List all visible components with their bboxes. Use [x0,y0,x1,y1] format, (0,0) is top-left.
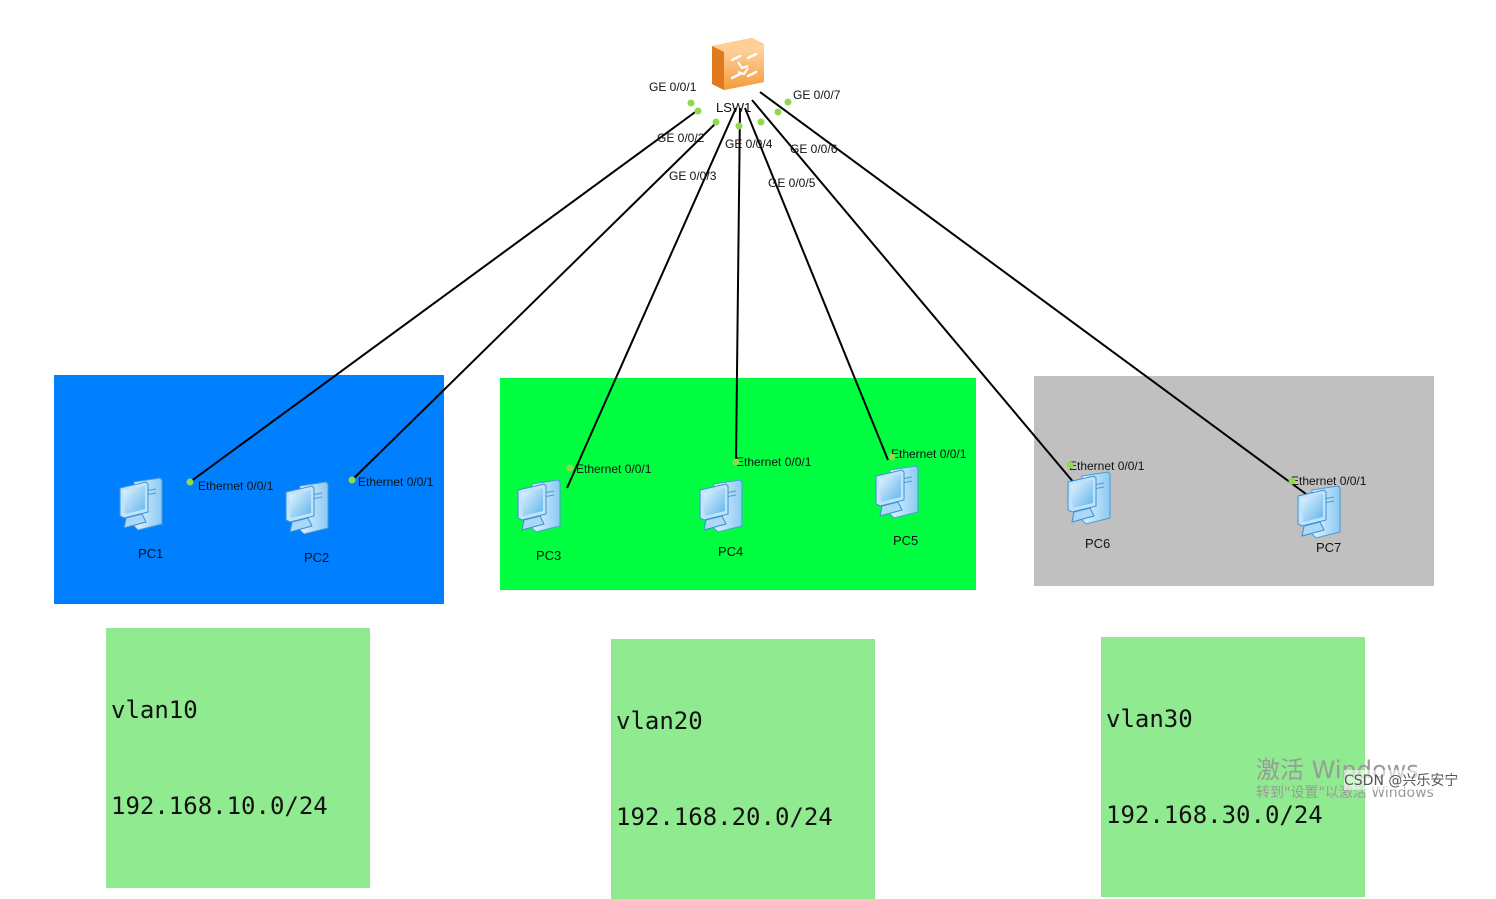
pc-icon [875,465,919,519]
pc3-name: PC3 [536,548,561,563]
pc5-port-label: Ethernet 0/0/1 [891,447,967,461]
pc6-name: PC6 [1085,536,1110,551]
link-layer [189,91,1307,495]
switch-port-dot [774,108,782,116]
pc1[interactable] [119,477,163,531]
switch-port-dot [712,118,720,126]
pc-icon [517,479,561,533]
pc-port-dot [348,476,356,484]
port-label-ge003: GE 0/0/3 [669,169,717,183]
vlan10-label: vlan10 192.168.10.0/24 [106,628,370,888]
pc-icon [699,479,743,533]
switch-name-label: LSW1 [716,100,751,115]
link-ge007[interactable] [759,91,1307,495]
port-label-ge005: GE 0/0/5 [768,176,816,190]
vlan20-name: vlan20 [616,707,703,735]
pc-icon [119,477,163,531]
link-ge006[interactable] [751,99,1081,491]
pc3[interactable] [517,479,561,533]
pc6[interactable] [1067,471,1111,525]
vlan10-name: vlan10 [111,696,198,724]
pc6-port-label: Ethernet 0/0/1 [1069,459,1145,473]
pc5-name: PC5 [893,533,918,548]
topology-canvas: LSW1 GE 0/0/1 GE 0/0/2 GE 0/0/3 GE 0/0/4… [119,38,1367,565]
link-ge005[interactable] [744,107,889,461]
pc-port-dot [732,458,740,466]
pc-port-dot [1288,477,1296,485]
pc4[interactable] [699,479,743,533]
pc-port-dot [1066,461,1074,469]
pc4-port-label: Ethernet 0/0/1 [736,455,812,469]
port-label-ge001: GE 0/0/1 [649,80,697,94]
pc-icon [1067,471,1111,525]
vlan30-subnet: 192.168.30.0/24 [1106,801,1323,829]
vlan20-label: vlan20 192.168.20.0/24 [611,639,875,899]
pc2-port-label: Ethernet 0/0/1 [358,475,434,489]
switch-port-dot [694,107,702,115]
pc-icon [285,481,329,535]
pc7-port-label: Ethernet 0/0/1 [1291,474,1367,488]
vlan30-name: vlan30 [1106,705,1193,733]
link-ge002[interactable] [349,121,718,483]
port-label-ge004: GE 0/0/4 [725,137,773,151]
link-ge001[interactable] [189,109,699,483]
port-label-ge006: GE 0/0/6 [790,142,838,156]
pc1-port-label: Ethernet 0/0/1 [198,479,274,493]
pc-port-dot [888,453,896,461]
pc-port-dot [566,464,574,472]
pc-port-dot [186,478,194,486]
link-ge003[interactable] [566,107,737,489]
network-topology-diagram: LSW1 GE 0/0/1 GE 0/0/2 GE 0/0/3 GE 0/0/4… [54,38,1459,899]
switch-port-dot [757,118,765,126]
vlan10-subnet: 192.168.10.0/24 [111,792,328,820]
port-label-ge002: GE 0/0/2 [657,131,705,145]
switch-port-dot [784,98,792,106]
pc5[interactable] [875,465,919,519]
link-dot-layer [186,98,1296,486]
pc2-name: PC2 [304,550,329,565]
pc7-name: PC7 [1316,540,1341,555]
vlan10-zone [54,375,444,604]
pc4-name: PC4 [718,544,743,559]
switch-lsw1[interactable] [712,38,764,90]
pc2[interactable] [285,481,329,535]
switch-port-dot [687,99,695,107]
link-ge004[interactable] [735,107,741,463]
switch-icon [712,38,764,90]
vlan20-subnet: 192.168.20.0/24 [616,803,833,831]
pc1-name: PC1 [138,546,163,561]
port-label-ge007: GE 0/0/7 [793,88,841,102]
csdn-watermark: CSDN @兴乐安宁 [1344,770,1459,790]
switch-port-dot [735,122,743,130]
pc3-port-label: Ethernet 0/0/1 [576,462,652,476]
